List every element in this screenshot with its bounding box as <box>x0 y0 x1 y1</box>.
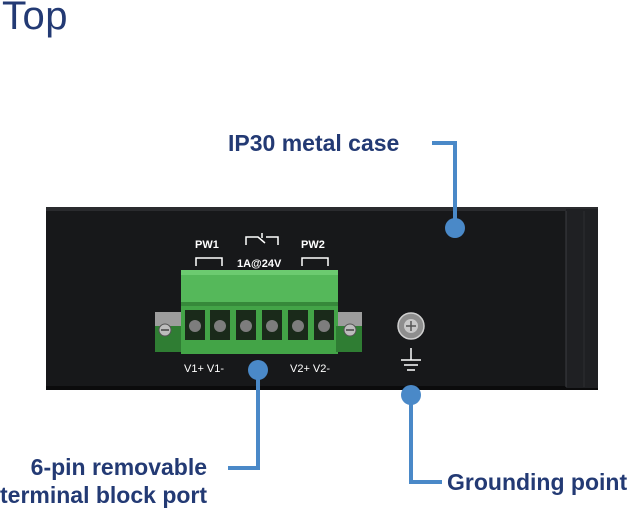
callout-terminal-line1: 6-pin removable <box>30 454 208 480</box>
callout-ground-label: Grounding point <box>447 469 628 495</box>
callout-line-case <box>432 141 457 230</box>
callout-terminal-line2: terminal block port <box>0 482 208 509</box>
callout-dot-ground <box>401 385 421 405</box>
relay-switch-icon <box>245 233 279 245</box>
callout-line-terminal <box>228 368 260 470</box>
callout-case-label: IP30 metal case <box>228 130 400 156</box>
ground-screw <box>397 312 425 340</box>
pw1-bracket-icon <box>195 257 223 266</box>
callout-dot-terminal <box>248 360 268 380</box>
callout-line-ground <box>409 393 442 484</box>
page-title: Top <box>2 0 68 38</box>
callout-terminal-label: 6-pin removable terminal block port <box>0 453 207 509</box>
terminal-block <box>155 270 362 354</box>
pw2-bracket-icon <box>301 257 329 266</box>
screw-icon <box>158 323 357 337</box>
v1-label: V1+ V1- <box>184 363 224 375</box>
pw2-label: PW2 <box>301 239 325 251</box>
v2-label: V2+ V2- <box>290 363 330 375</box>
ground-symbol-icon <box>401 348 421 371</box>
rating-label: 1A@24V <box>237 258 282 270</box>
callout-dot-case <box>445 218 465 238</box>
pw1-label: PW1 <box>195 239 219 251</box>
